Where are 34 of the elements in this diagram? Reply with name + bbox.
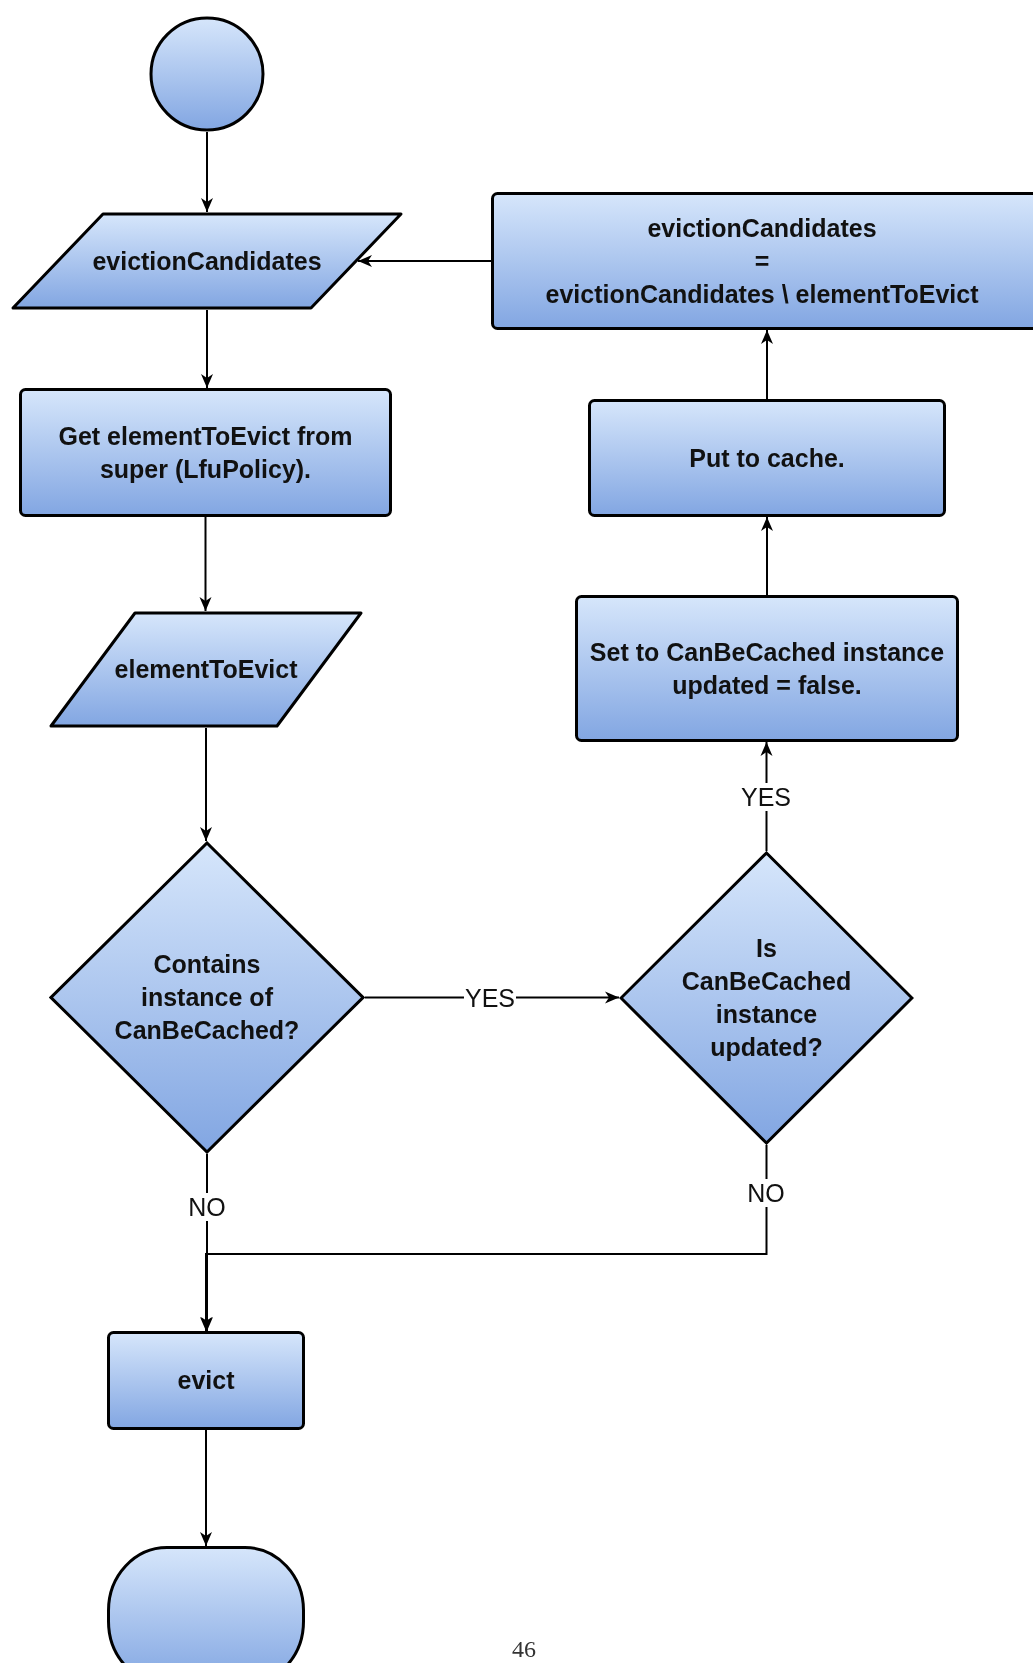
arrow [761,329,773,400]
decision-diamond [49,841,365,1154]
node-text: evictionCandidates [92,245,322,277]
node-text: Get elementToEvict from super (LfuPolicy). [57,420,354,485]
edge-label: NO [746,1179,786,1207]
arrow [357,255,492,267]
arrow [201,131,213,213]
node-text: Contains instance of CanBeCached? [113,949,301,1046]
arrow [199,516,212,612]
arrow [200,1429,212,1547]
node-text: evictionCandidates \ elementToEvict [545,278,979,310]
node-text: Put to cache. [689,442,845,474]
node-text: evictionCandidates [647,212,877,244]
arrow [200,727,212,842]
arrow [761,516,773,596]
process-box [107,1331,305,1430]
node-text: Is CanBeCached instance updated? [680,933,853,1063]
node-text: = [754,245,770,277]
data-parallelogram [11,212,403,310]
edge-label: YES [740,783,792,811]
node-text: evict [177,1365,235,1396]
process-box [588,399,946,517]
page-number: 46 [512,1636,536,1663]
decision-diamond [619,851,914,1145]
node-text: Set to CanBeCached instance updated = false. [588,636,946,701]
process-box [575,595,959,742]
start-circle [149,16,265,132]
edge-label: NO [187,1193,227,1221]
data-parallelogram [49,611,363,728]
arrow [201,309,213,389]
process-box [19,388,392,517]
node-text: elementToEvict [114,654,298,685]
arrow [200,1144,768,1332]
process-box [491,192,1033,330]
